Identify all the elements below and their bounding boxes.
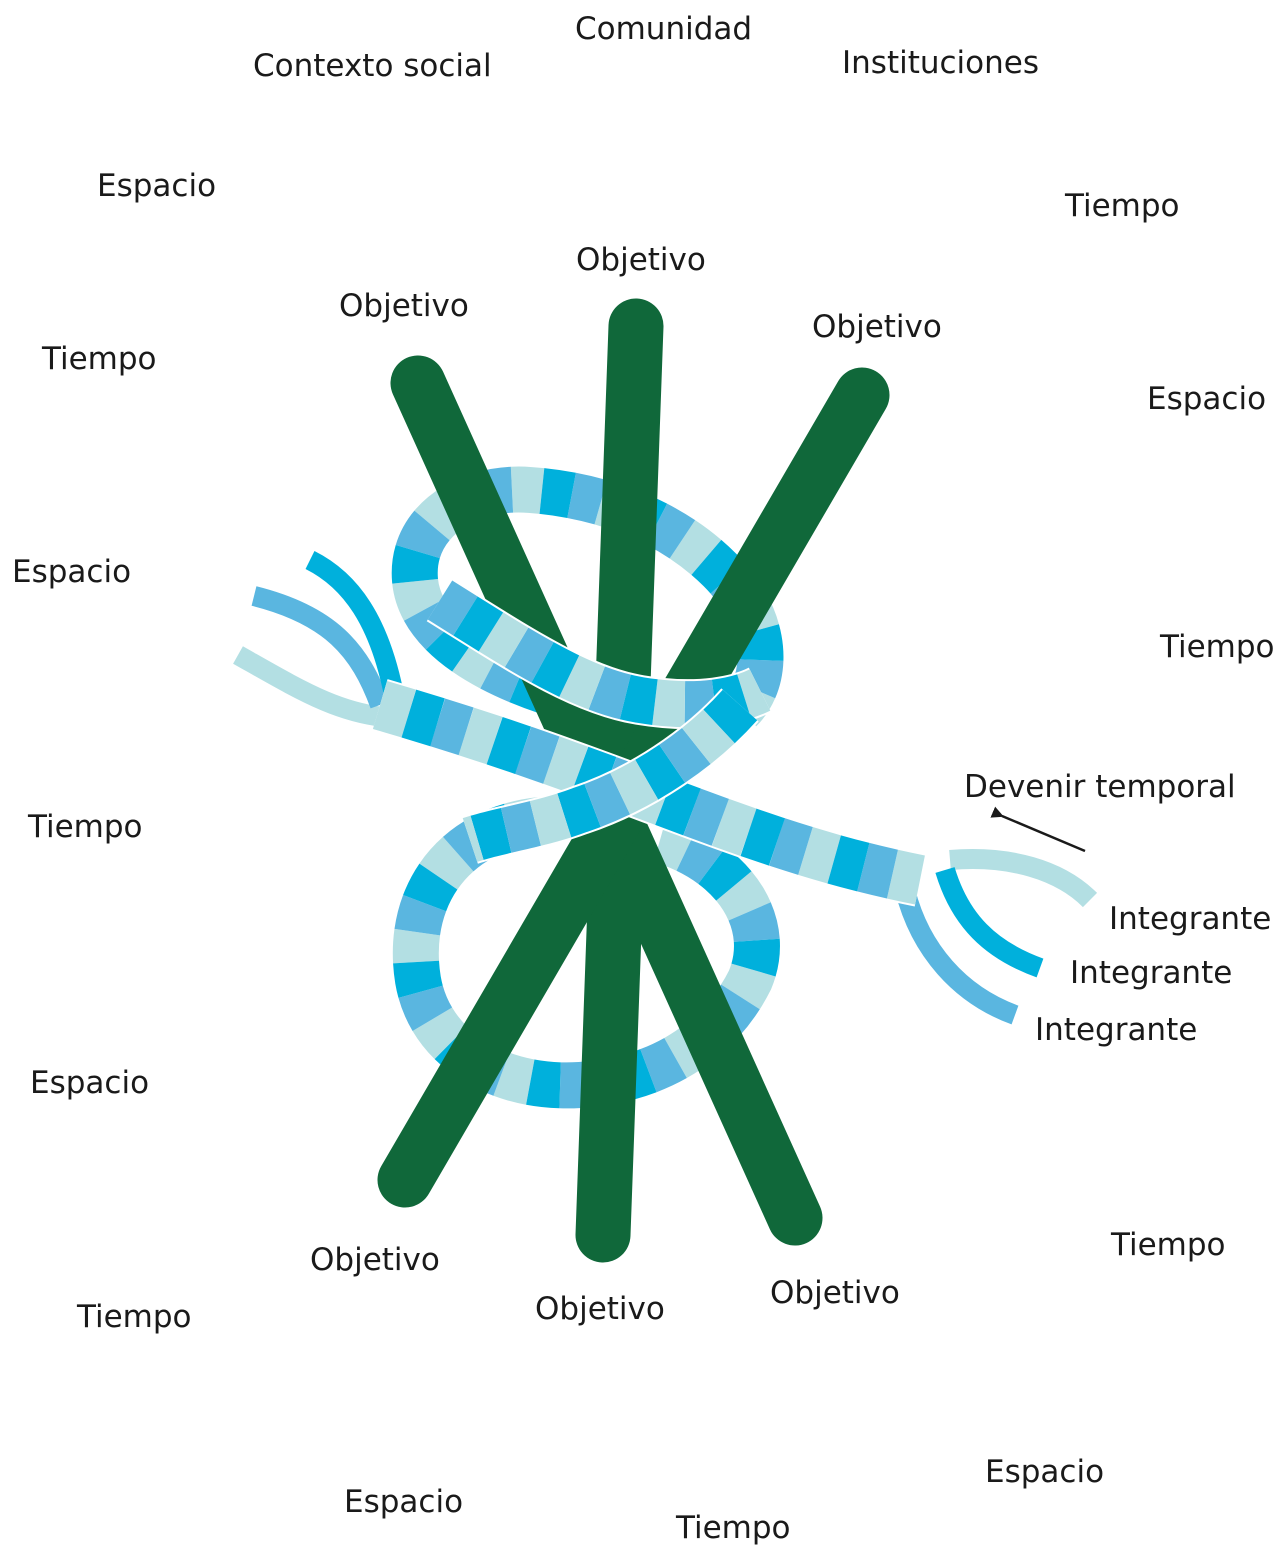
label-objetivo-top-left: Objetivo	[339, 288, 469, 324]
strand-end-light-right	[950, 859, 1090, 900]
label-espacio-2: Espacio	[1147, 381, 1266, 417]
label-espacio-3: Espacio	[12, 554, 131, 590]
label-instituciones: Instituciones	[842, 45, 1039, 81]
label-espacio-4: Espacio	[30, 1065, 149, 1101]
label-objetivo-bottom-right: Objetivo	[770, 1275, 900, 1311]
label-espacio-5: Espacio	[985, 1454, 1104, 1490]
label-tiempo-7: Tiempo	[675, 1510, 791, 1546]
label-tiempo-5: Tiempo	[1110, 1227, 1226, 1263]
label-comunidad: Comunidad	[575, 11, 752, 47]
label-integrante-3: Integrante	[1035, 1012, 1197, 1048]
strand-end-cyan-right	[945, 870, 1040, 968]
label-devenir-temporal: Devenir temporal	[964, 769, 1236, 805]
devenir-temporal-arrow	[1002, 816, 1085, 851]
label-objetivo-bottom-center: Objetivo	[535, 1291, 665, 1327]
label-tiempo-1: Tiempo	[1064, 188, 1180, 224]
label-tiempo-6: Tiempo	[76, 1299, 192, 1335]
label-objetivo-bottom-left: Objetivo	[310, 1242, 440, 1278]
label-tiempo-3: Tiempo	[1159, 629, 1275, 665]
label-espacio-1: Espacio	[97, 168, 216, 204]
label-contexto-social: Contexto social	[253, 48, 492, 84]
label-tiempo-4: Tiempo	[27, 809, 143, 845]
label-objetivo-top-right: Objetivo	[812, 309, 942, 345]
label-objetivo-top-center: Objetivo	[576, 242, 706, 278]
strand-ends-right	[905, 859, 1090, 1015]
label-espacio-6: Espacio	[344, 1484, 463, 1520]
strand-ends-left	[238, 560, 395, 718]
label-integrante-1: Integrante	[1109, 901, 1271, 937]
label-integrante-2: Integrante	[1070, 955, 1232, 991]
label-tiempo-2: Tiempo	[41, 341, 157, 377]
